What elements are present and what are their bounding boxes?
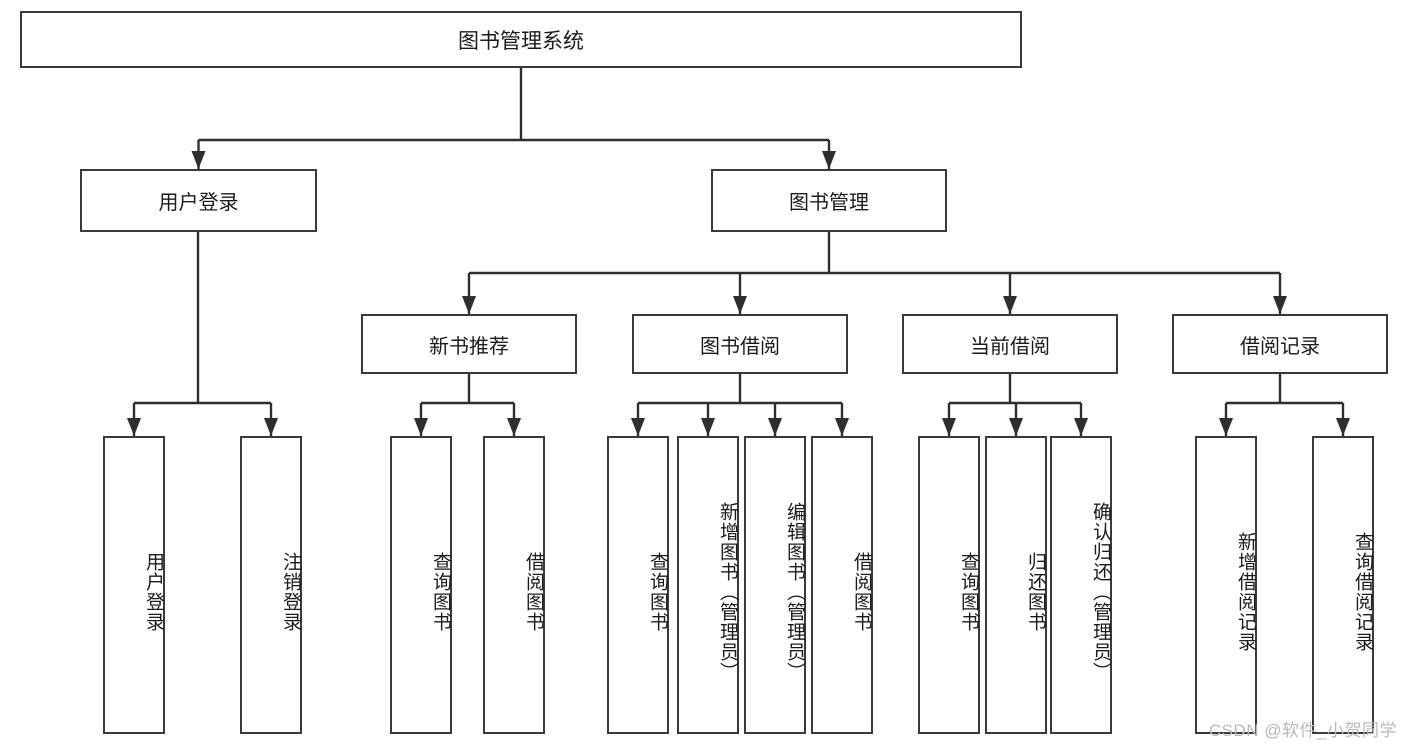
node-leaf-borrow-book-1[interactable]: 借阅图书: [483, 436, 545, 734]
node-label: 新增图书（管理员）: [717, 502, 738, 682]
node-label: 新增借阅记录: [1235, 532, 1256, 652]
node-user-login[interactable]: 用户登录: [80, 169, 317, 232]
node-label: 用户登录: [158, 192, 239, 214]
node-label: 当前借阅: [970, 335, 1050, 358]
node-leaf-edit-book[interactable]: 编辑图书（管理员）: [744, 436, 806, 734]
node-borrow-record[interactable]: 借阅记录: [1172, 314, 1388, 374]
node-leaf-user-logout[interactable]: 注销登录: [240, 436, 302, 734]
node-label: 新书推荐: [429, 335, 509, 358]
node-leaf-return-book[interactable]: 归还图书: [985, 436, 1047, 734]
node-leaf-borrow-book-2[interactable]: 借阅图书: [811, 436, 873, 734]
node-label: 注销登录: [280, 552, 301, 632]
node-leaf-query-book-2[interactable]: 查询图书: [607, 436, 669, 734]
node-leaf-user-login[interactable]: 用户登录: [103, 436, 165, 734]
node-current-borrow[interactable]: 当前借阅: [902, 314, 1118, 374]
node-book-management[interactable]: 图书管理: [711, 169, 947, 232]
node-label: 用户登录: [143, 552, 164, 632]
node-book-borrow[interactable]: 图书借阅: [632, 314, 848, 374]
node-label: 编辑图书（管理员）: [784, 502, 805, 682]
node-label: 借阅图书: [851, 552, 872, 632]
node-label: 查询图书: [430, 552, 451, 632]
node-label: 查询借阅记录: [1352, 532, 1373, 652]
node-leaf-query-book-3[interactable]: 查询图书: [918, 436, 980, 734]
node-label: 借阅记录: [1240, 335, 1320, 358]
node-leaf-query-book-1[interactable]: 查询图书: [390, 436, 452, 734]
node-root[interactable]: 图书管理系统: [20, 11, 1022, 68]
node-label: 查询图书: [958, 552, 979, 632]
node-label: 归还图书: [1025, 552, 1046, 632]
node-label: 确认归还（管理员）: [1090, 502, 1111, 682]
node-leaf-add-book[interactable]: 新增图书（管理员）: [677, 436, 739, 734]
node-label: 查询图书: [647, 552, 668, 632]
watermark-label: CSDN @软件_小贺同学: [1208, 721, 1397, 740]
node-label: 图书管理: [789, 192, 869, 214]
node-leaf-query-record[interactable]: 查询借阅记录: [1312, 436, 1374, 734]
node-label: 图书借阅: [700, 335, 780, 358]
node-label: 借阅图书: [523, 552, 544, 632]
node-new-book-recommend[interactable]: 新书推荐: [361, 314, 577, 374]
node-label: 图书管理系统: [458, 29, 584, 53]
node-leaf-confirm-return[interactable]: 确认归还（管理员）: [1050, 436, 1112, 734]
node-leaf-add-record[interactable]: 新增借阅记录: [1195, 436, 1257, 734]
